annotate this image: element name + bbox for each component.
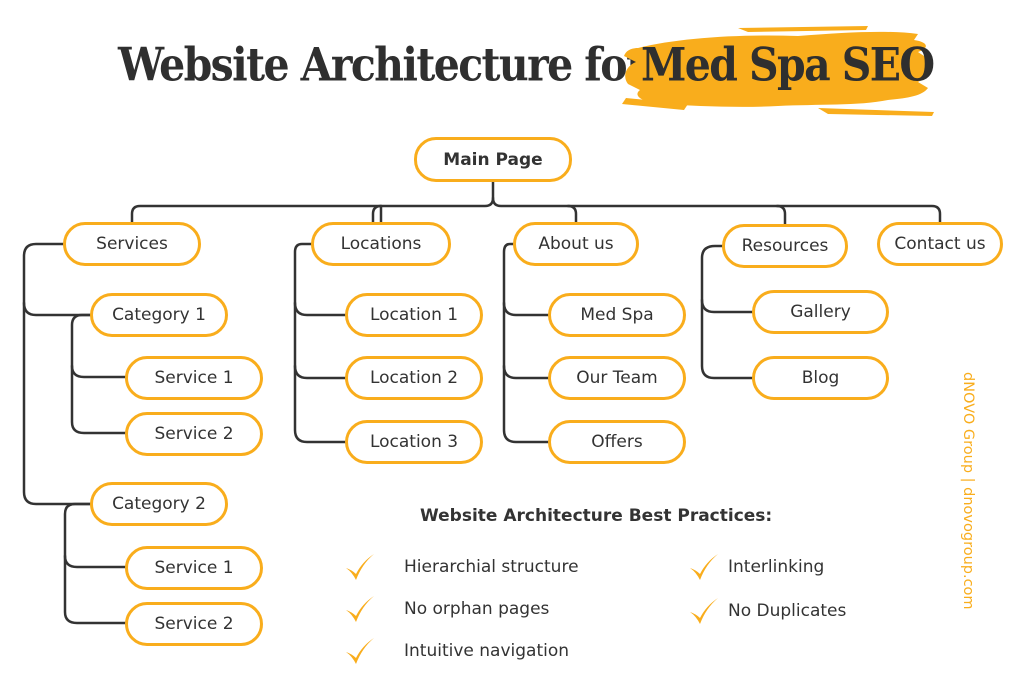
connector-root: [130, 179, 495, 224]
node-category-2-service-1[interactable]: Service 1: [125, 546, 263, 590]
connector-cat2: [63, 502, 127, 569]
best-practice-item: No Duplicates: [688, 596, 846, 626]
node-locations[interactable]: Locations: [311, 222, 451, 266]
checkmark-icon: [346, 596, 374, 622]
best-practice-label: No orphan pages: [404, 599, 550, 619]
node-category-2[interactable]: Category 2: [90, 482, 228, 526]
checkmark-icon: [690, 554, 718, 580]
node-category-1[interactable]: Category 1: [90, 293, 228, 337]
checkmark-icon: [346, 554, 374, 580]
checkmark-icon: [690, 598, 718, 624]
page-title: Website Architecture for Med Spa SEO: [0, 26, 1024, 116]
node-about-us[interactable]: About us: [513, 222, 639, 266]
node-main-page[interactable]: Main Page: [414, 137, 572, 182]
connector-resources-children: [700, 244, 754, 314]
brush-stroke-highlight: [622, 26, 934, 116]
node-location-2[interactable]: Location 2: [345, 356, 483, 400]
node-category-1-service-2[interactable]: Service 2: [125, 412, 263, 456]
node-med-spa[interactable]: Med Spa: [548, 293, 686, 337]
node-resources[interactable]: Resources: [722, 224, 848, 268]
best-practice-label: Intuitive navigation: [404, 641, 570, 661]
best-practice-item: Interlinking: [688, 552, 824, 582]
best-practice-label: No Duplicates: [728, 601, 847, 621]
connector-cat1: [70, 313, 127, 379]
node-blog[interactable]: Blog: [752, 356, 889, 400]
node-gallery[interactable]: Gallery: [752, 290, 889, 334]
best-practice-item: Hierarchial structure: [344, 552, 579, 582]
node-category-1-service-1[interactable]: Service 1: [125, 356, 263, 400]
title-highlight: Med Spa SEO: [641, 38, 935, 92]
connector-services-cat2: [22, 301, 92, 506]
connector-locations: [371, 204, 383, 224]
best-practice-item: Intuitive navigation: [344, 636, 569, 666]
best-practice-label: Hierarchial structure: [404, 557, 579, 577]
connector-resources: [775, 204, 787, 226]
connector-root-right: [491, 196, 942, 224]
node-our-team[interactable]: Our Team: [548, 356, 686, 400]
checkmark-icon: [346, 638, 374, 664]
connector-about-children: [502, 242, 550, 317]
title-prefix: Website Architecture for: [118, 38, 648, 92]
best-practice-label: Interlinking: [728, 557, 825, 577]
node-services[interactable]: Services: [63, 222, 201, 266]
connector-about: [566, 204, 578, 224]
connector-locations-children: [293, 242, 347, 317]
node-location-1[interactable]: Location 1: [345, 293, 483, 337]
connector-cat1-b: [70, 364, 127, 435]
best-practices-title: Website Architecture Best Practices:: [420, 506, 773, 526]
node-category-2-service-2[interactable]: Service 2: [125, 602, 263, 646]
connector-cat2-b: [63, 554, 127, 625]
connector-services: [22, 242, 92, 317]
node-offers[interactable]: Offers: [548, 420, 686, 464]
node-contact-us[interactable]: Contact us: [877, 222, 1003, 266]
node-location-3[interactable]: Location 3: [345, 420, 483, 464]
best-practice-item: No orphan pages: [344, 594, 549, 624]
